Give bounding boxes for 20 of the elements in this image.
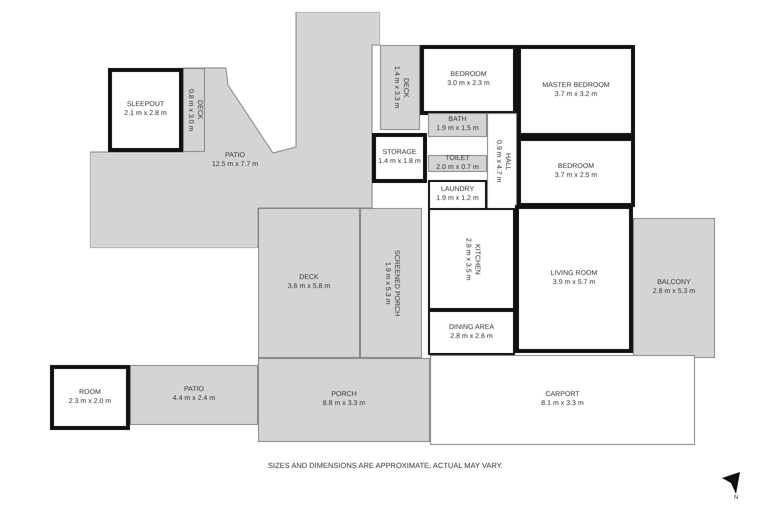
room-area (428, 180, 487, 210)
room-area (428, 310, 515, 355)
room-area (108, 68, 183, 152)
room-area (90, 12, 380, 248)
room-area (50, 365, 130, 430)
room-area (515, 205, 633, 353)
room-area (428, 155, 487, 172)
room-area (430, 355, 695, 445)
room-area (258, 358, 430, 442)
room-area (130, 365, 258, 425)
room-area (633, 218, 715, 358)
room-area (258, 208, 360, 358)
room-area (428, 113, 487, 137)
room-area (372, 133, 427, 183)
room-area (380, 45, 420, 130)
room-area (428, 208, 515, 310)
room-area (517, 137, 635, 207)
room-area (420, 45, 517, 115)
room-area (487, 113, 517, 210)
room-area (360, 208, 422, 358)
